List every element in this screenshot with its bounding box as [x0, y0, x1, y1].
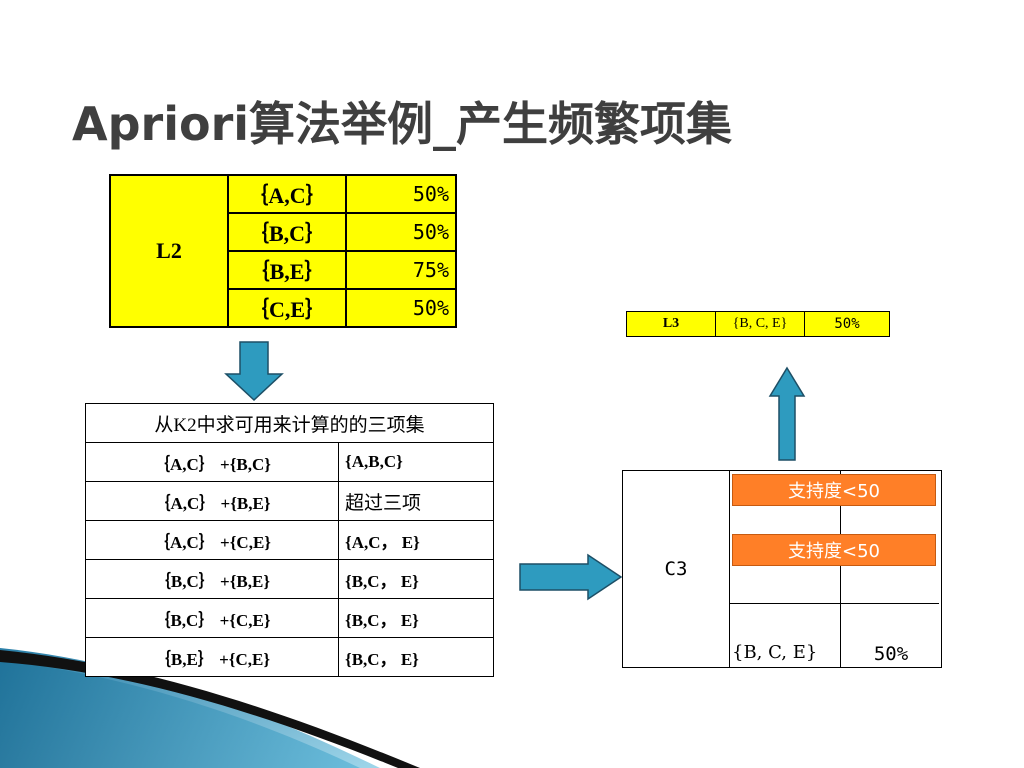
l2-support: 50%	[345, 212, 457, 252]
table-row: ｛B,C｝ 50%	[110, 212, 457, 252]
table-row: ｛C,E｝ 50%	[110, 288, 457, 328]
table-row: ｛B,E｝ 75%	[110, 250, 457, 290]
arrow-right-icon	[519, 553, 623, 601]
arrow-down-icon	[224, 341, 284, 402]
l2-support: 50%	[345, 288, 457, 328]
l2-itemset: ｛B,E｝	[227, 250, 347, 290]
l3-table: L3 {B, C, E} 50%	[626, 311, 890, 337]
table-row: L2 ｛A,C｝ 50%	[109, 174, 457, 328]
support-threshold-badge: 支持度<50	[732, 534, 936, 566]
join-cell: ｛A,C｝ +{B,E}	[85, 481, 339, 521]
join-cell: ｛A,C｝ +{B,C}	[85, 442, 339, 482]
table-row: ｛A,C｝ +{B,C} {A,B,C}	[85, 442, 494, 482]
join-cell: ｛B,C｝ +{B,E}	[85, 559, 339, 599]
result-cell: {A,C， E}	[338, 520, 494, 560]
table-row: ｛A,C｝ +{B,E} 超过三项	[85, 481, 494, 521]
l2-label: L2	[109, 174, 229, 328]
support-threshold-badge: 支持度<50	[732, 474, 936, 506]
l2-support: 75%	[345, 250, 457, 290]
table-row: ｛B,C｝ +{B,E} {B,C， E}	[85, 559, 494, 599]
result-cell: {B,C， E}	[338, 598, 494, 638]
result-cell: {B,C， E}	[338, 559, 494, 599]
l2-itemset: ｛B,C｝	[227, 212, 347, 252]
table-row: ｛A,C｝ +{C,E} {A,C， E}	[85, 520, 494, 560]
l2-itemset: ｛C,E｝	[227, 288, 347, 328]
page-title: Apriori算法举例_产生频繁项集	[72, 97, 733, 151]
table-row: ｛B,E｝ +{C,E} {B,C， E}	[85, 637, 494, 677]
l2-support: 50%	[345, 174, 457, 214]
result-cell: {B,C， E}	[338, 637, 494, 677]
result-cell: 超过三项	[338, 481, 494, 521]
combination-table: 从K2中求可用来计算的的三项集 ｛A,C｝ +{B,C} {A,B,C} ｛A,…	[85, 403, 494, 677]
l2-itemset: ｛A,C｝	[227, 174, 347, 214]
table-row: ｛B,C｝ +{C,E} {B,C， E}	[85, 598, 494, 638]
arrow-up-icon	[768, 366, 806, 461]
join-cell: ｛B,E｝ +{C,E}	[85, 637, 339, 677]
join-cell: ｛B,C｝ +{C,E}	[85, 598, 339, 638]
l3-itemset: {B, C, E}	[715, 311, 805, 337]
table-header-row: 从K2中求可用来计算的的三项集	[85, 403, 494, 443]
l3-support: 50%	[804, 311, 890, 337]
l2-table: L2 ｛A,C｝ 50% ｛B,C｝ 50% ｛B,E｝ 75% ｛C,E｝ 5…	[109, 174, 457, 328]
c3-row-divider	[730, 603, 939, 604]
result-cell: {A,B,C}	[338, 442, 494, 482]
table-row: L3 {B, C, E} 50%	[626, 311, 890, 337]
join-cell: ｛A,C｝ +{C,E}	[85, 520, 339, 560]
combination-header: 从K2中求可用来计算的的三项集	[85, 403, 494, 443]
c3-label: C3	[622, 470, 730, 668]
l3-label: L3	[626, 311, 716, 337]
